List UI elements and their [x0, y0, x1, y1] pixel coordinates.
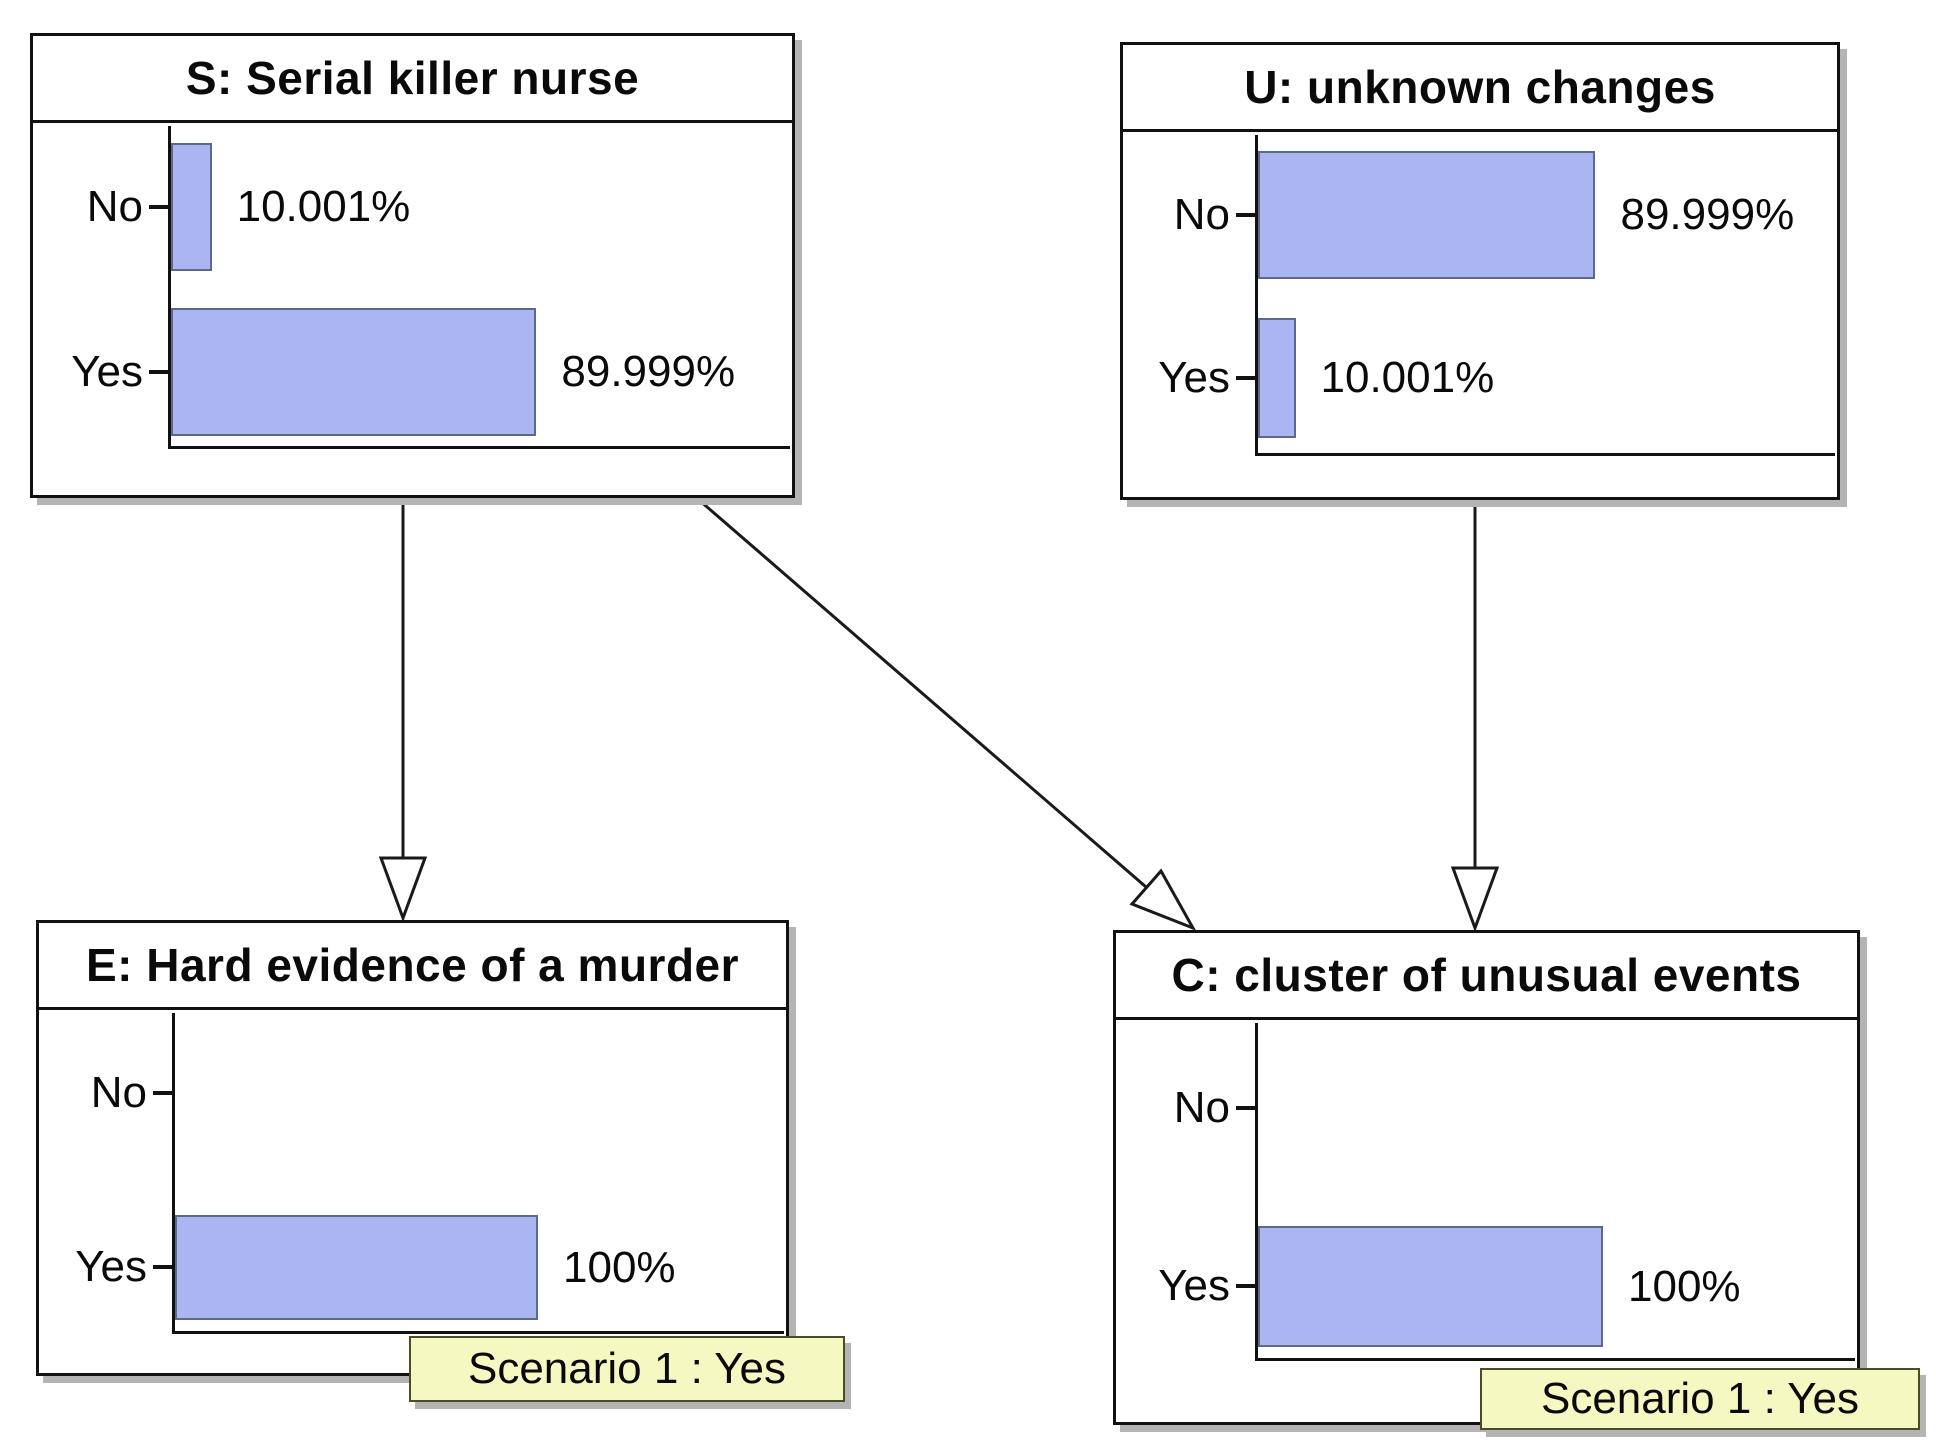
edge-s-to-e [378, 500, 428, 923]
x-axis-line [1255, 453, 1835, 456]
node-title: C: cluster of unusual events [1116, 933, 1857, 1020]
node-probability-chart: No 10.001% Yes 89.999% [33, 126, 792, 495]
scenario-badge[interactable]: Scenario 1 : Yes [409, 1336, 845, 1402]
y-axis-line [168, 126, 171, 446]
state-label-no: No [90, 1068, 147, 1117]
probability-bar [175, 1215, 538, 1320]
node-title: S: Serial killer nurse [33, 36, 792, 123]
probability-bar [171, 308, 537, 436]
probability-value: 10.001% [236, 182, 411, 231]
scenario-badge[interactable]: Scenario 1 : Yes [1480, 1368, 1920, 1430]
state-label-no: No [86, 182, 143, 231]
state-row: 89.999% [171, 308, 735, 436]
probability-bar [1258, 151, 1596, 279]
state-label-yes: Yes [71, 347, 143, 396]
axis-tick [149, 205, 168, 209]
bn-node-unknown-changes[interactable]: U: unknown changes No 89.999% Yes 10.001… [1120, 42, 1840, 500]
y-axis-line [1255, 135, 1258, 453]
probability-value: 100% [563, 1242, 676, 1292]
node-probability-chart: No 89.999% Yes 10.001% [1123, 135, 1837, 497]
x-axis-line [168, 446, 790, 449]
edge-s-to-c [698, 498, 1197, 931]
bn-node-hard-evidence[interactable]: E: Hard evidence of a murder No Yes 100% [36, 920, 789, 1376]
y-axis-line [172, 1013, 175, 1331]
y-axis-line [1255, 1023, 1258, 1358]
axis-tick [1236, 213, 1255, 217]
probability-bar [1258, 1226, 1603, 1347]
x-axis-line [172, 1331, 784, 1334]
state-row: 100% [1258, 1226, 1741, 1347]
state-row: 10.001% [171, 143, 410, 271]
probability-bar [1258, 318, 1296, 438]
state-label-yes: Yes [75, 1242, 147, 1291]
axis-tick [1236, 1284, 1255, 1288]
state-label-no: No [1173, 190, 1230, 239]
probability-value: 100% [1628, 1261, 1741, 1311]
state-row [1258, 1048, 1283, 1169]
edge-u-to-c [1450, 502, 1500, 933]
probability-value: 10.001% [1320, 353, 1495, 402]
probability-value: 89.999% [561, 347, 736, 396]
bn-node-serial-killer-nurse[interactable]: S: Serial killer nurse No 10.001% Yes 89… [30, 33, 795, 498]
state-row: 89.999% [1258, 151, 1794, 279]
state-label-yes: Yes [1158, 353, 1230, 402]
node-title: U: unknown changes [1123, 45, 1837, 132]
state-label-yes: Yes [1158, 1261, 1230, 1310]
axis-tick [153, 1091, 172, 1095]
axis-tick [1236, 1106, 1255, 1110]
axis-tick [153, 1265, 172, 1269]
state-row: 100% [175, 1215, 676, 1320]
state-row: 10.001% [1258, 318, 1494, 438]
node-probability-chart: No Yes 100% [1116, 1023, 1857, 1422]
probability-bar [171, 143, 212, 271]
node-probability-chart: No Yes 100% [39, 1013, 786, 1373]
axis-tick [1236, 376, 1255, 380]
probability-value: 89.999% [1620, 190, 1795, 239]
state-label-no: No [1173, 1083, 1230, 1132]
state-row [175, 1041, 200, 1146]
bn-node-cluster-unusual-events[interactable]: C: cluster of unusual events No Yes 100% [1113, 930, 1860, 1425]
x-axis-line [1255, 1358, 1855, 1361]
node-title: E: Hard evidence of a murder [39, 923, 786, 1010]
axis-tick [149, 370, 168, 374]
